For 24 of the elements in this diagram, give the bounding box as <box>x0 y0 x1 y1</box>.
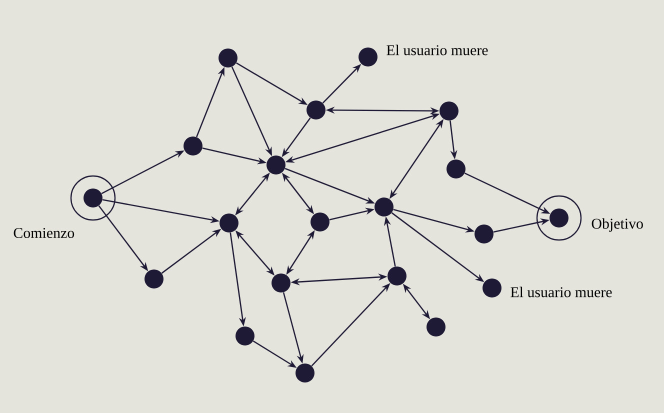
ringed-node <box>536 195 582 241</box>
node-dot <box>220 214 238 232</box>
node-dot <box>266 156 286 174</box>
node-dot <box>482 278 502 298</box>
node-dot <box>310 212 330 232</box>
node-dot <box>388 266 406 286</box>
node-label: Objetivo <box>592 218 643 232</box>
node-dot <box>306 100 326 120</box>
node-label: El usuario muere <box>510 286 612 298</box>
node-dot <box>272 274 290 292</box>
node-dot <box>374 198 394 216</box>
node-dot <box>474 224 494 244</box>
node-label: El usuario muere <box>386 44 488 56</box>
node-dot <box>426 318 446 336</box>
ringed-node <box>70 175 116 221</box>
node-dot <box>184 136 202 156</box>
node-label: Comienzo <box>14 228 74 238</box>
node-dot <box>236 326 254 346</box>
node-dot <box>144 270 164 288</box>
node-dot <box>440 102 459 120</box>
node-dot <box>218 48 238 68</box>
node-dot <box>296 364 314 382</box>
node-dot <box>358 48 378 66</box>
node-dot <box>446 160 466 178</box>
